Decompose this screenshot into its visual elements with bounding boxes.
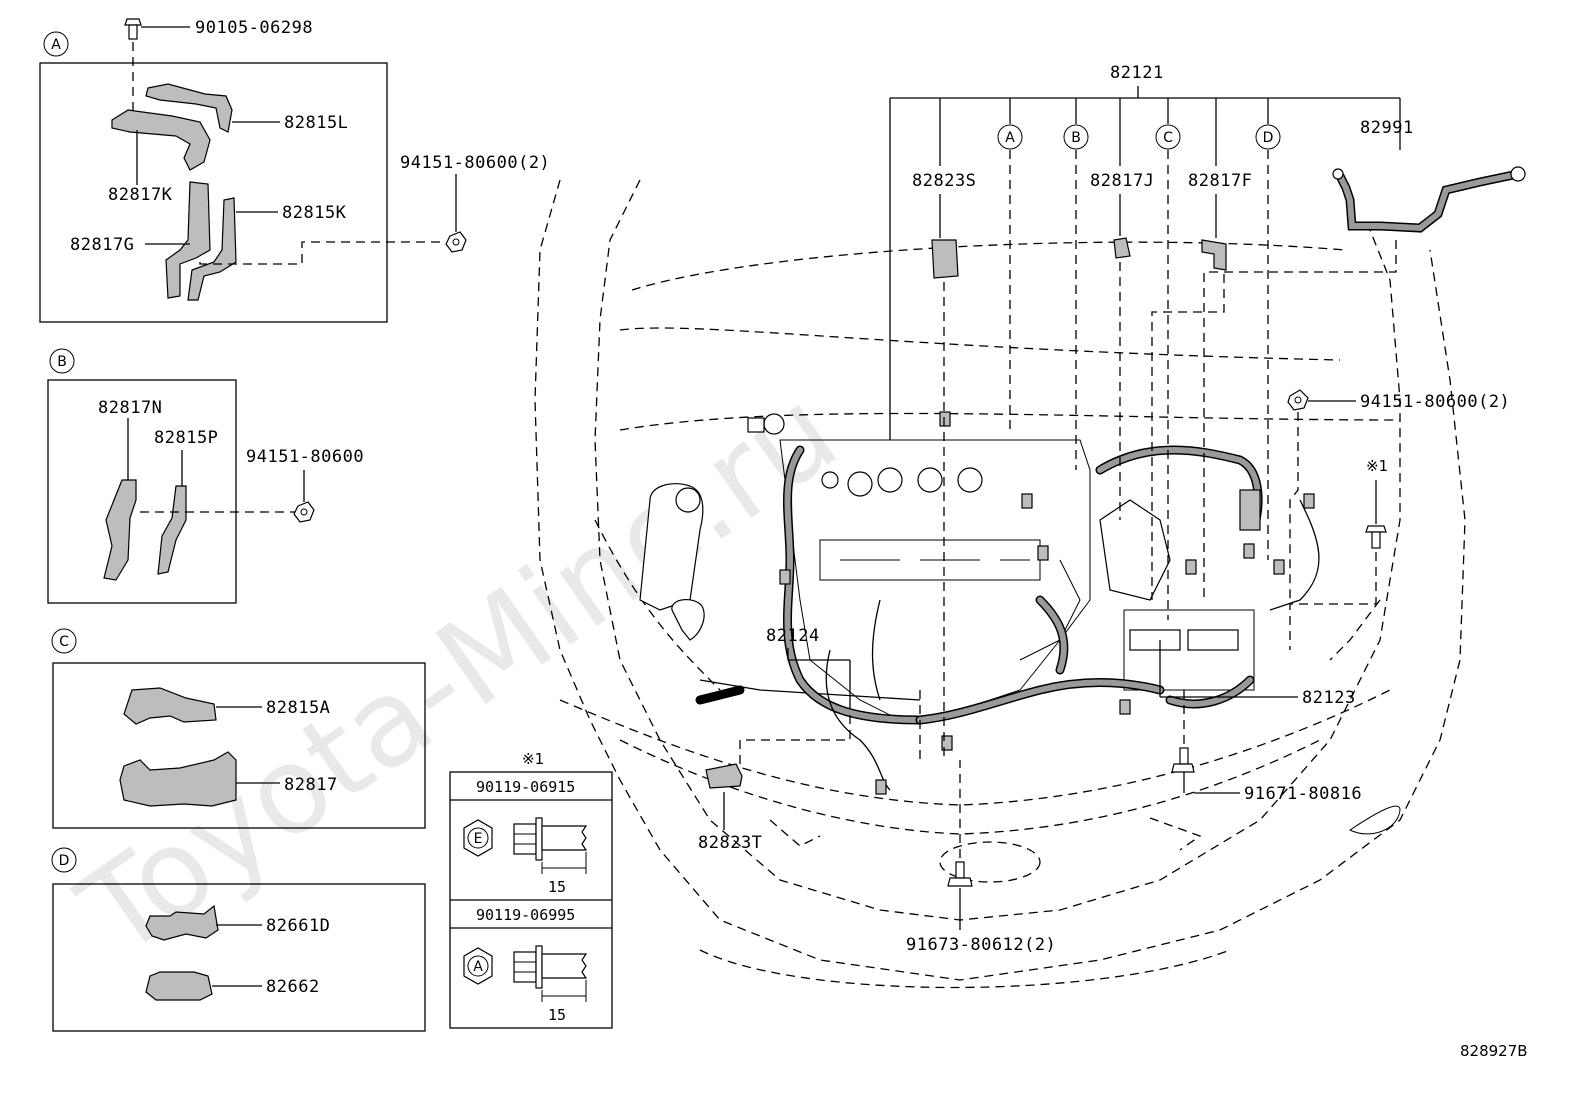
- part-label-82823t[interactable]: 82823T: [698, 833, 762, 853]
- bolt-icon: [124, 18, 142, 40]
- part-label-82817g[interactable]: 82817G: [70, 235, 134, 255]
- bolt-part-90119-06915[interactable]: 90119-06915: [476, 778, 575, 796]
- callout-circle-d-main: [1255, 124, 1281, 150]
- bolt-length-1: 15: [548, 878, 566, 896]
- part-label-82815a[interactable]: 82815A: [266, 698, 330, 718]
- callout-circle-c: [51, 628, 77, 654]
- bracket-82815p: [157, 485, 187, 575]
- protector-82817n: [103, 479, 137, 581]
- part-label-91673-80612-2[interactable]: 91673-80612(2): [906, 935, 1056, 955]
- detail-box-c: [52, 662, 426, 829]
- nut-icon: [293, 501, 315, 523]
- part-label-94151-80600-2-right[interactable]: 94151-80600(2): [1360, 392, 1510, 412]
- svg-text:A: A: [1005, 130, 1015, 146]
- svg-text:D: D: [1263, 130, 1274, 146]
- detail-group-b: B 82817N 82815P 94151-80600: [47, 348, 364, 604]
- part-label-82817f[interactable]: 82817F: [1188, 171, 1252, 191]
- protector-82817: [119, 751, 237, 807]
- svg-text:D: D: [59, 853, 70, 869]
- clamp-82662: [145, 971, 213, 1001]
- bolt-length-2: 15: [548, 1006, 566, 1024]
- nut-icon: [445, 231, 467, 253]
- watermark: Toyota-Mine.ru: [56, 362, 861, 984]
- bolt-spec-table: ※1 90119-06915 90119-06995 E 15 A: [449, 750, 613, 1029]
- protector-82817g: [165, 181, 211, 299]
- bolt-side-icon: [513, 945, 588, 989]
- svg-text:A: A: [51, 37, 61, 53]
- svg-text:C: C: [1163, 130, 1173, 146]
- svg-text:E: E: [474, 831, 483, 847]
- part-label-82823s[interactable]: 82823S: [912, 171, 976, 191]
- harness-82121-leaders: 82121 A B C D 82823S 82817J: [889, 63, 1526, 760]
- bolt-side-icon: [513, 817, 588, 861]
- bolt-icon: [947, 861, 973, 887]
- detail-box-a: [39, 62, 388, 323]
- callout-circle-a-main: [997, 124, 1023, 150]
- part-label-82662[interactable]: 82662: [266, 977, 320, 997]
- diagram-reference-code: 828927B: [1460, 1042, 1528, 1060]
- clamp-82661d: [145, 904, 219, 941]
- bolt-icon: [1171, 747, 1195, 773]
- part-label-82661d[interactable]: 82661D: [266, 916, 330, 936]
- bracket-82815k: [187, 197, 237, 301]
- bolt-part-90119-06995[interactable]: 90119-06995: [476, 906, 575, 924]
- bolt-head-icon-a: A: [463, 947, 493, 985]
- clamp-82817f: [1201, 239, 1227, 271]
- detail-box-b: [47, 379, 237, 604]
- part-label-82817k[interactable]: 82817K: [108, 185, 173, 205]
- part-label-82815k[interactable]: 82815K: [282, 203, 347, 223]
- nut-icon: [1287, 389, 1309, 411]
- part-label-82121[interactable]: 82121: [1110, 63, 1164, 83]
- svg-text:A: A: [473, 959, 483, 975]
- callout-circle-d: [51, 847, 77, 873]
- bolt-icon: [1365, 525, 1387, 549]
- note-mark-1-right: ※1: [1366, 457, 1388, 475]
- detail-box-d: [52, 883, 426, 1032]
- connector-82823s: [931, 239, 959, 279]
- detail-group-d: D 82661D 82662: [51, 847, 426, 1032]
- svg-text:C: C: [59, 634, 69, 650]
- part-label-82991[interactable]: 82991: [1360, 118, 1414, 138]
- part-label-94151-80600-2-left[interactable]: 94151-80600(2): [400, 153, 550, 173]
- part-label-82123[interactable]: 82123: [1302, 688, 1356, 708]
- part-label-82124[interactable]: 82124: [766, 626, 820, 646]
- engine-components: [639, 411, 1320, 795]
- part-label-90105-06298[interactable]: 90105-06298: [195, 18, 313, 38]
- part-label-82817n[interactable]: 82817N: [98, 398, 162, 418]
- part-label-94151-80600[interactable]: 94151-80600: [246, 447, 364, 467]
- part-label-82815p[interactable]: 82815P: [154, 428, 218, 448]
- callout-circle-b-main: [1063, 124, 1089, 150]
- detail-group-a: A 90105-06298 82815L 82817K 82817G 82815…: [39, 18, 446, 323]
- part-label-82817j[interactable]: 82817J: [1090, 171, 1154, 191]
- clip-82817j: [1113, 237, 1131, 259]
- callout-circle-c-main: [1155, 124, 1181, 150]
- note-mark-1: ※1: [522, 750, 544, 768]
- svg-text:B: B: [1071, 130, 1081, 146]
- connector-82823t: [705, 763, 743, 789]
- bracket-82815l: [145, 83, 233, 133]
- protector-82817k: [111, 109, 211, 171]
- svg-text:Toyota-Mine.ru: Toyota-Mine.ru: [56, 362, 861, 984]
- detail-group-c: C 82815A 82817: [51, 628, 426, 829]
- part-label-91671-80816[interactable]: 91671-80816: [1244, 784, 1362, 804]
- part-label-82815l[interactable]: 82815L: [284, 113, 348, 133]
- part-label-82817[interactable]: 82817: [284, 775, 338, 795]
- callout-circle-a: [43, 31, 69, 57]
- bolt-head-icon-e: E: [463, 819, 493, 857]
- protector-82815a: [123, 687, 217, 725]
- callout-circle-b: [49, 348, 75, 374]
- svg-text:B: B: [57, 354, 67, 370]
